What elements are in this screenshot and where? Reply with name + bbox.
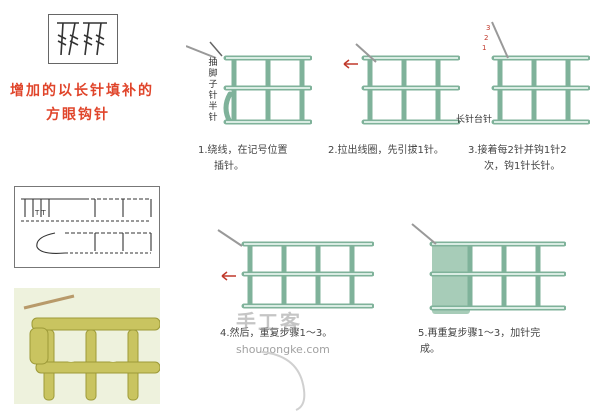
decorative-curve-icon <box>261 351 306 411</box>
vertical-label-char: 针 <box>208 113 218 123</box>
sample-photo <box>14 288 160 404</box>
step-5-caption-line-2: 成。 <box>420 344 440 355</box>
svg-text:T T: T T <box>34 209 47 217</box>
crochet-chart-icon: T T <box>21 198 152 254</box>
vertical-label-char: 子 <box>208 80 218 90</box>
step-2-caption-line-1: 2.拉出线圈，先引拔1针。 <box>328 145 444 156</box>
vertical-label: 抽 脚 子 针 半 针 <box>208 58 218 124</box>
vertical-label-char: 抽 <box>208 58 218 68</box>
step-4-diagram <box>217 229 374 309</box>
svg-text:3: 3 <box>486 24 490 32</box>
crochet-chart-diagram: T T <box>14 186 160 268</box>
step-2-diagram <box>343 43 460 125</box>
stitch-symbol-box <box>48 14 118 64</box>
long-double-label: 长针台针 <box>456 115 493 125</box>
vertical-label-char: 针 <box>208 91 218 101</box>
step-1-caption-line-2: 插针。 <box>214 161 244 172</box>
title-line-1: 增加的以长针填补的 <box>10 83 154 99</box>
treble-cluster-symbol-icon <box>57 22 107 56</box>
step-5-diagram <box>411 223 566 314</box>
title-line-2: 方眼钩针 <box>46 107 110 123</box>
watermark-url: shougongke.com <box>236 343 330 356</box>
step-3-diagram: 3 2 1 <box>482 21 590 125</box>
step-1-caption-line-1: 1.绕线，在记号位置 <box>198 145 288 156</box>
svg-text:2: 2 <box>484 34 488 42</box>
vertical-label-char: 半 <box>208 102 218 112</box>
step-1-diagram <box>186 41 312 125</box>
svg-text:1: 1 <box>482 44 486 52</box>
step-5-caption-line-1: 5.再重复步骤1～3，加针完 <box>418 328 541 339</box>
watermark-logo: 手工客 <box>236 310 302 334</box>
step-3-caption-line-2: 次，钩1针长针。 <box>484 161 561 172</box>
step-3-caption-line-1: 3.接着每2针并钩1针2 <box>468 145 567 156</box>
vertical-label-char: 脚 <box>208 69 218 79</box>
step-4-caption-line-1: 4.然后，重复步骤1～3。 <box>220 328 333 339</box>
